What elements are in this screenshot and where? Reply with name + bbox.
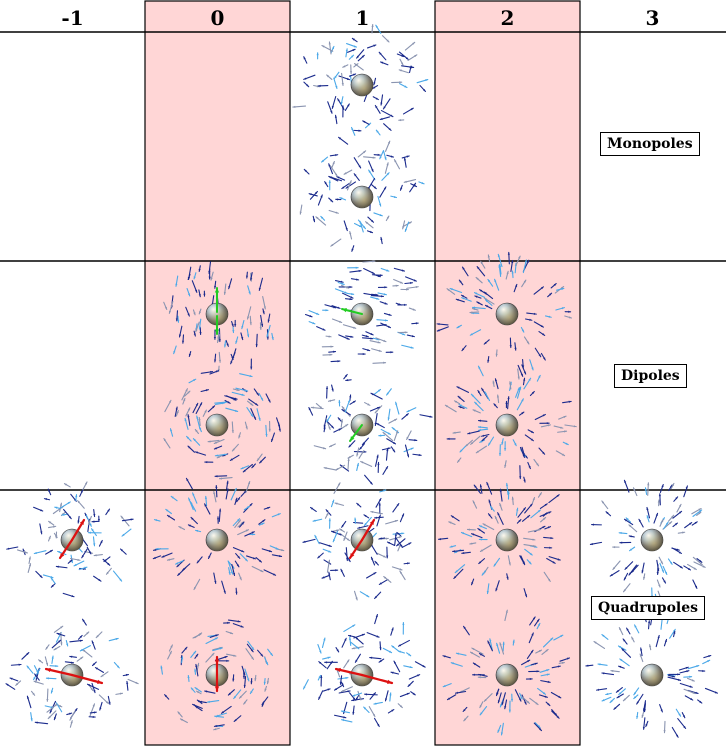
column-header-m1: -1 <box>61 6 84 30</box>
field-glyph-quad-radial <box>585 612 719 738</box>
field-glyph-quad-horizontal <box>302 614 426 728</box>
field-glyph-quad-radial <box>589 479 706 604</box>
field-glyph-quad-ring <box>160 619 274 731</box>
col-highlight-2 <box>434 0 581 746</box>
field-glyph-dipole-horizontal <box>304 260 419 364</box>
field-glyph-quad-horizontal <box>5 618 139 728</box>
field-glyph-quad-tilted <box>6 481 134 598</box>
field-glyph-dipole-radial <box>444 365 577 483</box>
field-glyph-dipole-radial <box>436 251 573 380</box>
field-glyph-dipole-vortex <box>163 370 281 480</box>
field-glyph-monopole <box>292 23 429 136</box>
column-header-3: 3 <box>645 6 660 30</box>
field-glyph-quad-radial <box>438 481 561 598</box>
column-header-0: 0 <box>210 6 225 30</box>
field-glyph-dipole-tilted <box>308 373 433 485</box>
field-glyph-quad-tilted <box>302 482 412 601</box>
column-header-2: 2 <box>500 6 515 30</box>
field-glyph-monopole <box>299 136 425 252</box>
col-highlight-0 <box>144 0 291 746</box>
field-glyph-quad-radial <box>442 609 571 736</box>
field-glyph-quad-radial <box>152 477 285 595</box>
row-label-dipoles: Dipoles <box>614 364 687 388</box>
row-label-monopoles: Monopoles <box>600 132 700 156</box>
column-header-1: 1 <box>355 6 370 30</box>
row-label-quadrupoles: Quadrupoles <box>591 596 706 620</box>
